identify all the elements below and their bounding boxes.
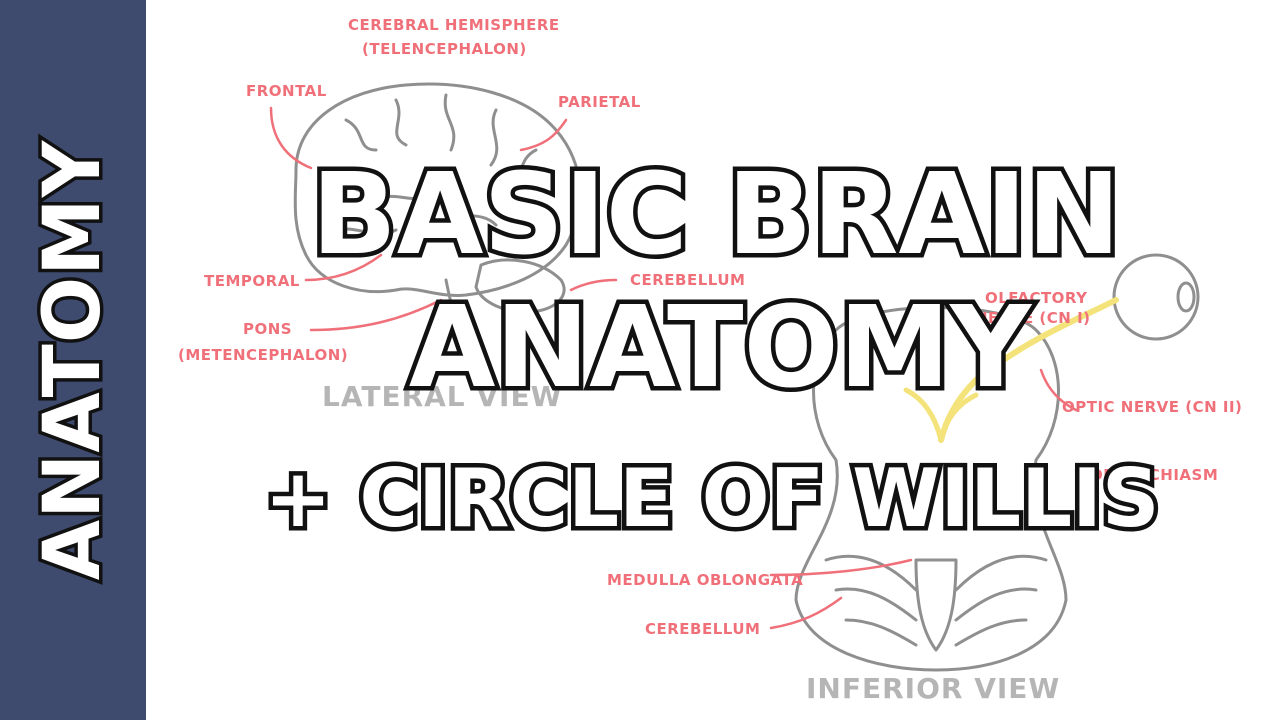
label-olfactory: OLFACTORY: [985, 289, 1088, 307]
temporal-pointer: [304, 253, 383, 282]
label-cerebellum-lateral: CEREBELLUM: [630, 271, 746, 289]
cerebellum-lateral-pointer: [569, 278, 618, 292]
brain-sketch: [269, 82, 1200, 672]
label-cerebral-hemisphere: CEREBRAL HEMISPHERE: [348, 16, 560, 34]
title-line-3: + CIRCLE OF WILLIS: [260, 448, 1164, 550]
lateral-cerebellum: [474, 258, 566, 314]
label-telencephalon: (TELENCEPHALON): [362, 40, 527, 58]
label-optic-nerve: OPTIC NERVE (CN II): [1062, 398, 1243, 416]
inferior-brain-outline: [794, 306, 1068, 672]
label-cerebellum-inferior: CEREBELLUM: [645, 620, 761, 638]
label-temporal: TEMPORAL: [204, 272, 300, 290]
lateral-brain-outline: [293, 82, 582, 297]
parietal-pointer: [519, 118, 568, 152]
pons-pointer: [309, 298, 443, 332]
inferior-view-label: INFERIOR VIEW: [806, 672, 1061, 705]
label-frontal: FRONTAL: [246, 82, 327, 100]
label-pons: PONS: [243, 320, 293, 338]
title-line-1: BASIC BRAIN: [307, 146, 1125, 285]
lateral-gyri: [324, 93, 538, 235]
sidebar-label: ANATOMY: [25, 136, 122, 584]
title-line-2: ANATOMY: [404, 279, 1036, 418]
label-optic-chiasm: OPTIC CHIASM: [1090, 466, 1219, 484]
label-metencephalon: (METENCEPHALON): [178, 346, 349, 364]
pupil: [1176, 281, 1196, 313]
lateral-view-label: LATERAL VIEW: [322, 380, 563, 413]
label-medulla: MEDULLA OBLONGATA: [607, 571, 804, 589]
optic-chiasm-line: [903, 387, 979, 443]
frontal-pointer: [269, 106, 313, 170]
label-olfactory-nerve: NERVE (CN I): [975, 309, 1091, 327]
label-parietal: PARIETAL: [558, 93, 641, 111]
inferior-medulla: [914, 558, 958, 652]
lateral-brainstem: [444, 278, 468, 347]
cerebellum-inferior-pointer: [769, 596, 843, 630]
sidebar: ANATOMY: [0, 0, 146, 720]
eyeball: [1112, 253, 1200, 341]
inferior-cerebellum-folia: [824, 554, 1048, 647]
optic-nerve-pointer: [1039, 368, 1078, 412]
medulla-pointer: [769, 558, 913, 577]
